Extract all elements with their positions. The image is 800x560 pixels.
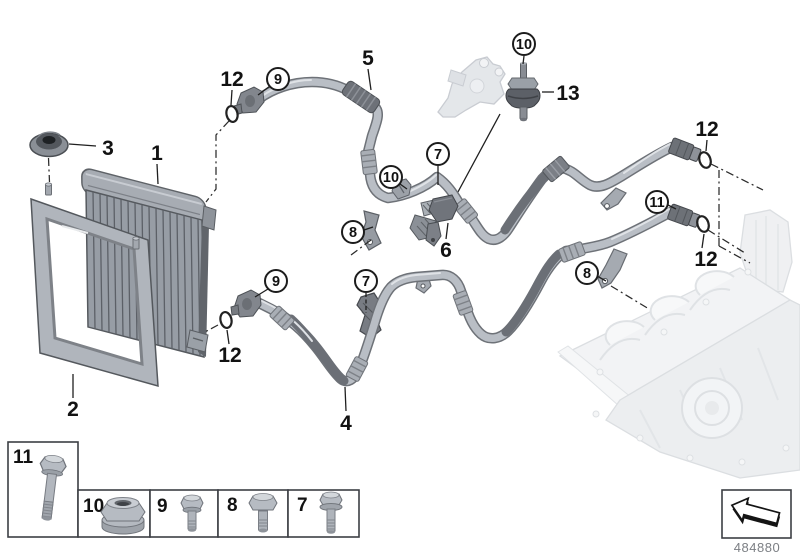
part-label-12-bottom-left[interactable]: 12	[218, 344, 241, 367]
legend-item-11[interactable]: 11	[7, 441, 79, 538]
radiator-lower-tab	[186, 329, 209, 353]
svg-text:9: 9	[272, 274, 280, 290]
rubber-section-feed	[500, 168, 553, 235]
pipe-strap-lower	[597, 248, 628, 289]
legend: 11 10 9	[7, 441, 360, 538]
svg-text:8: 8	[583, 266, 591, 282]
corrugated-sleeve	[341, 80, 381, 114]
coupling-feed-1	[360, 148, 378, 176]
legend-item-7[interactable]: 7	[287, 489, 360, 538]
rubber-section-return-left	[286, 314, 349, 386]
flange-bolt-icon	[319, 491, 343, 534]
coupling-return-2	[345, 356, 369, 382]
grommet	[29, 131, 69, 158]
direction-indicator	[721, 489, 792, 539]
frame-pin-left	[44, 182, 53, 196]
callout-11[interactable]: 11	[645, 190, 669, 214]
svg-text:7: 7	[434, 147, 442, 163]
callout-9-bottom[interactable]: 9	[264, 269, 288, 293]
part-label-5[interactable]: 5	[362, 47, 374, 70]
o-ring-bottom-right	[696, 215, 710, 233]
legend-number-11: 11	[13, 447, 34, 468]
long-hex-bolt-icon	[39, 454, 67, 521]
coupling-return-4	[558, 241, 586, 263]
radiator-upper-tab	[201, 205, 217, 231]
coupling-return-1	[269, 305, 295, 331]
engine-block-ghost	[557, 209, 800, 479]
o-rings	[219, 104, 712, 330]
callout-10-top[interactable]: 10	[512, 32, 536, 56]
part-label-12-bottom-right[interactable]: 12	[694, 248, 717, 271]
o-ring-top-left	[225, 104, 239, 124]
mounting-bracket-ghost	[437, 56, 506, 118]
part-label-2[interactable]: 2	[67, 398, 79, 421]
svg-text:9: 9	[274, 72, 282, 88]
elbow-union-top	[668, 137, 702, 162]
connection-fitting-6	[409, 194, 459, 247]
callout-7-top[interactable]: 7	[426, 142, 450, 166]
pipe-strap-upper	[600, 187, 627, 211]
part-label-6[interactable]: 6	[440, 239, 452, 262]
rubber-mount-13	[505, 62, 541, 122]
part-label-13[interactable]: 13	[556, 82, 579, 105]
svg-text:7: 7	[362, 274, 370, 290]
legend-item-9[interactable]: 9	[149, 489, 219, 538]
cooler-mounting-frame	[30, 182, 159, 388]
svg-text:10: 10	[516, 37, 532, 53]
assembly-axis-lines	[47, 120, 764, 334]
svg-text:8: 8	[349, 225, 357, 241]
coupling-feed-2	[453, 198, 479, 224]
flange-nut-icon	[100, 497, 146, 535]
frame-pin-right	[132, 236, 140, 250]
callout-8-right[interactable]: 8	[575, 261, 599, 285]
elbow-union-bottom	[667, 203, 701, 228]
o-ring-top-right	[698, 151, 712, 169]
svg-text:11: 11	[649, 195, 664, 211]
legend-number-9: 9	[157, 496, 168, 517]
legend-number-10: 10	[83, 496, 104, 517]
svg-text:10: 10	[383, 170, 399, 186]
hex-bolt-small-icon	[180, 494, 204, 532]
o-ring-bottom-left	[219, 310, 233, 330]
radiator-side-edge	[198, 221, 209, 357]
coupling-return-3	[452, 290, 474, 316]
legend-number-7: 7	[297, 495, 308, 516]
diagram-code: 484880	[734, 540, 780, 555]
legend-item-8[interactable]: 8	[217, 489, 289, 538]
rubber-section-return-right	[501, 249, 564, 337]
part-label-12-top-right[interactable]: 12	[695, 118, 718, 141]
part-label-1[interactable]: 1	[151, 142, 163, 165]
callout-10-middle[interactable]: 10	[379, 165, 403, 189]
hex-bolt-medium-icon	[248, 493, 278, 533]
callout-8-left[interactable]: 8	[341, 220, 365, 244]
callout-7-bottom[interactable]: 7	[354, 269, 378, 293]
coupling-feed-3	[542, 155, 570, 183]
pipe-bracket-8a	[360, 210, 382, 251]
part-label-4[interactable]: 4	[340, 412, 352, 435]
part-label-12-top-left[interactable]: 12	[220, 68, 243, 91]
cooler-fitting-top	[233, 86, 265, 116]
legend-number-8: 8	[227, 495, 238, 516]
cooler-fitting-bottom	[230, 289, 262, 318]
callout-9-top[interactable]: 9	[266, 67, 290, 91]
legend-item-10[interactable]: 10	[77, 489, 151, 538]
part-label-3[interactable]: 3	[102, 137, 114, 160]
front-of-vehicle-arrow-icon	[730, 496, 781, 528]
label-leader-lines	[68, 55, 708, 412]
